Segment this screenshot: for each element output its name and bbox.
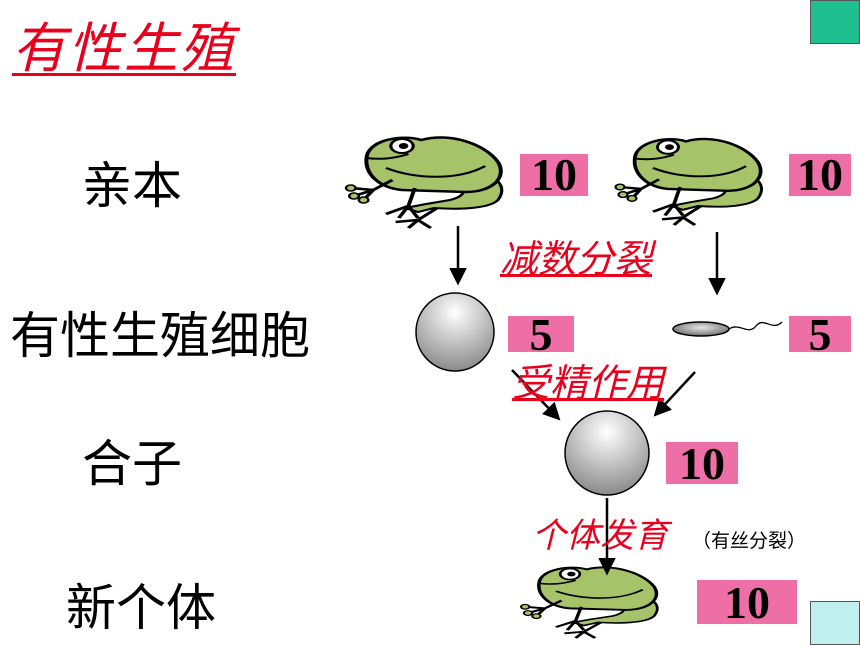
nav-button-previous[interactable] [810, 0, 860, 44]
arrow-icon [653, 371, 696, 417]
process-label-fertilization: 受精作用 [512, 361, 665, 405]
row-label-new-individual: 新个体 [66, 579, 216, 637]
chromosome-count-zygote: 10 [666, 441, 738, 487]
slide-title: 有性生殖 [12, 17, 236, 80]
sperm-cell-icon [672, 321, 730, 337]
egg-cell-icon [415, 292, 495, 372]
chromosome-count-egg: 5 [508, 312, 574, 358]
zygote-icon [564, 410, 650, 496]
frog-icon [613, 137, 764, 227]
process-label-development: 个体发育 [532, 516, 668, 556]
frog-icon [519, 565, 660, 640]
chromosome-count-parent-male: 10 [789, 152, 851, 198]
chromosome-count-sperm: 5 [789, 312, 851, 358]
process-label-meiosis: 减数分裂 [500, 237, 653, 281]
row-label-zygote: 合子 [82, 435, 182, 493]
row-label-parent: 亲本 [82, 157, 182, 215]
frog-icon [346, 137, 502, 228]
chromosome-count-parent-female: 10 [520, 152, 588, 198]
process-note-mitosis: （有丝分裂） [692, 530, 807, 552]
chromosome-count-offspring: 10 [697, 580, 797, 626]
arrow-icon [511, 369, 561, 421]
row-label-gamete: 有性生殖细胞 [10, 307, 310, 365]
